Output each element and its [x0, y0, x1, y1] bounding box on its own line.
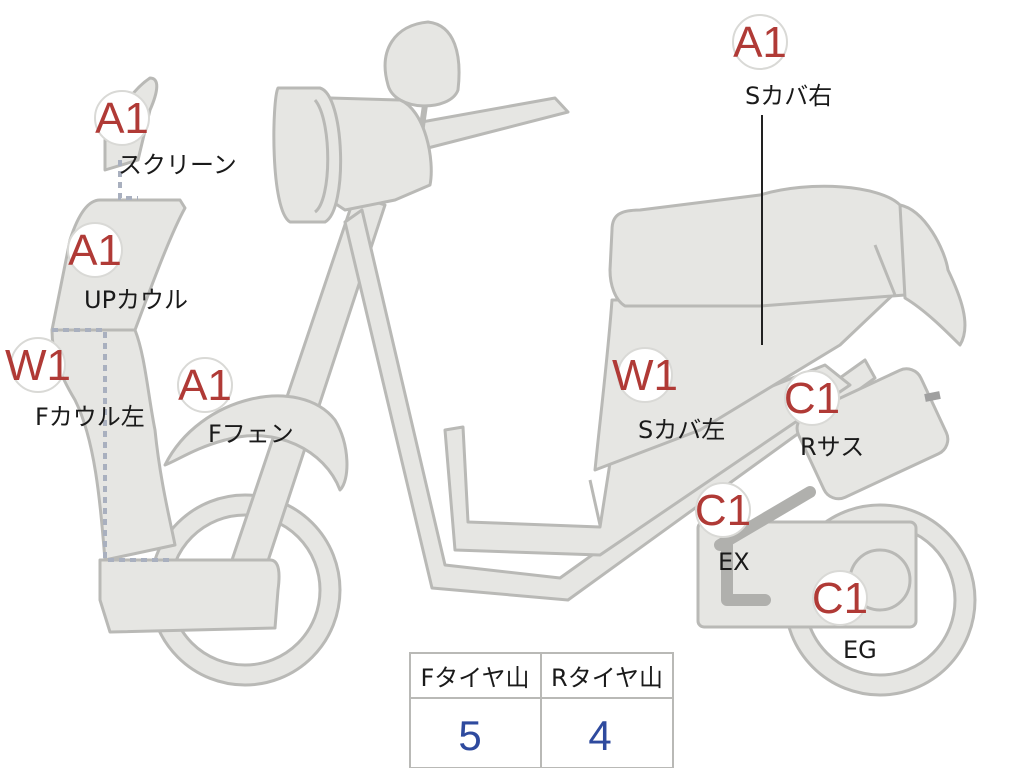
part-label: Sカバ右 [745, 82, 832, 110]
label-s-cover-left: W1 Sカバ左 [612, 347, 725, 444]
grade-badge [784, 370, 840, 426]
tire-tread-table: Fタイヤ山 Rタイヤ山 5 4 [409, 652, 674, 768]
tail-cowl [898, 203, 967, 347]
table-header-front-tire: Fタイヤ山 [420, 664, 529, 692]
floor-front [98, 558, 281, 634]
table-header-rear-tire: Rタイヤ山 [551, 664, 663, 692]
seat-divider [873, 244, 897, 296]
side-cover-body [593, 288, 900, 472]
label-screen: A1 スクリーン [94, 90, 237, 179]
part-label: Fカウル左 [35, 403, 145, 431]
grade-text: A1 [95, 94, 149, 143]
label-eg: C1 EG [812, 570, 877, 664]
label-up-cowl: A1 UPカウル [67, 222, 188, 314]
exhaust-pipe [714, 486, 816, 551]
grade-badge [177, 357, 233, 413]
part-label: スクリーン [118, 151, 237, 179]
headlight-inner [313, 99, 330, 214]
grade-badge [732, 14, 788, 70]
grade-text: W1 [5, 341, 71, 390]
grade-text: A1 [733, 18, 787, 67]
leg-shield [50, 328, 177, 562]
seat [608, 184, 947, 308]
part-label: UPカウル [84, 286, 188, 314]
exhaust-muffler [721, 539, 771, 606]
grade-text: A1 [68, 226, 122, 275]
part-label: Rサス [800, 433, 864, 461]
grade-text: C1 [784, 374, 840, 423]
grade-badge [695, 482, 751, 538]
label-f-cowl-left: W1 Fカウル左 [5, 337, 145, 431]
label-r-sus: C1 Rサス [784, 370, 864, 461]
part-label: Sカバ左 [638, 416, 725, 444]
grade-text: C1 [812, 574, 868, 623]
side-cover-seam [588, 479, 602, 526]
part-label: EX [718, 548, 750, 576]
grade-badge [10, 337, 66, 393]
handle-cover [328, 96, 433, 212]
part-label: EG [843, 636, 877, 664]
grade-badge [67, 222, 123, 278]
grade-text: A1 [178, 361, 232, 410]
grade-text: C1 [695, 486, 751, 535]
headlight [272, 86, 343, 224]
label-s-cover-right: A1 Sカバ右 [732, 14, 832, 110]
grade-badge [617, 347, 673, 403]
front-fender [163, 394, 349, 492]
part-label: Fフェン [208, 420, 294, 448]
mirror [383, 20, 461, 108]
rear-axle-rod [924, 391, 941, 402]
label-ex: C1 EX [695, 482, 751, 576]
grade-badge [812, 570, 868, 626]
frame-tube [343, 208, 877, 602]
panel-dividers [52, 160, 170, 562]
table-value-rear-tire: 4 [588, 712, 611, 759]
label-f-fender: A1 Fフェン [177, 357, 294, 448]
grade-badge [94, 90, 150, 146]
table-value-front-tire: 5 [458, 712, 481, 759]
grade-text: W1 [612, 351, 678, 400]
scooter-illustration [50, 20, 977, 697]
